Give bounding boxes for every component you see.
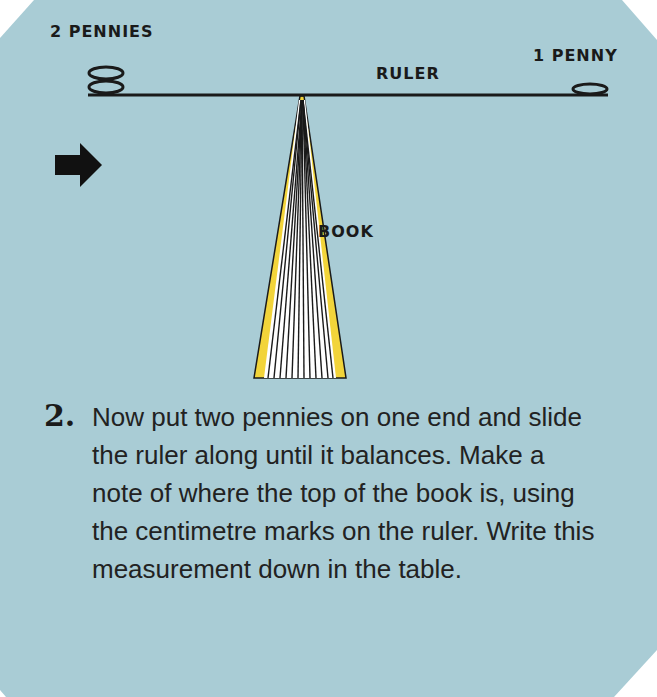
two-pennies bbox=[89, 67, 123, 93]
part-label: RULER bbox=[376, 64, 440, 83]
part-label: 2 PENNIES bbox=[50, 22, 154, 41]
one-penny bbox=[573, 84, 607, 94]
ruler-line bbox=[88, 94, 608, 97]
step-number: 2. bbox=[44, 398, 75, 433]
instruction-text: Now put two pennies on one end and slide… bbox=[92, 398, 602, 588]
part-label: BOOK bbox=[318, 222, 374, 241]
part-label: 1 PENNY bbox=[533, 46, 618, 65]
slide-arrow bbox=[55, 143, 102, 187]
